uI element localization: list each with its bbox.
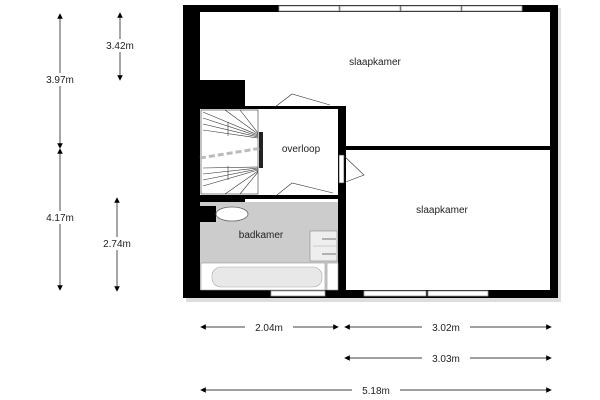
staircase [199,109,263,195]
dim-inner-lower: 2.74m [103,239,131,250]
double-sink-icon [309,230,338,262]
room-label-landing: overloop [282,144,321,155]
room-label-bedroom-top: slaapkamer [349,57,401,68]
toilet-tank [200,206,216,222]
landing-top-wall [200,106,346,109]
doors [274,93,365,196]
bathtub-icon [200,262,339,291]
bathroom-top-wall [200,195,346,199]
central-wall [338,106,346,298]
top-windows [278,5,523,12]
dim-bottom-right: 3.02m [432,323,460,334]
toilet-icon [215,206,249,222]
room-label-bathroom: badkamer [239,230,284,241]
stair-rail [259,132,263,168]
stair-bottom-block [200,195,245,202]
dim-inner-upper: 3.42m [106,41,134,52]
dim-left-upper: 3.97m [46,75,74,86]
dim-bottom-right-2: 3.03m [432,354,460,365]
chimney-block [200,80,245,108]
dim-total-width: 5.18m [362,386,390,397]
dim-left-lower: 4.17m [46,213,74,224]
bedroom-divider-wall [346,146,550,150]
room-label-bedroom-bottom: slaapkamer [416,205,468,216]
dim-bottom-left: 2.04m [255,323,283,334]
bottom-windows [270,290,489,297]
